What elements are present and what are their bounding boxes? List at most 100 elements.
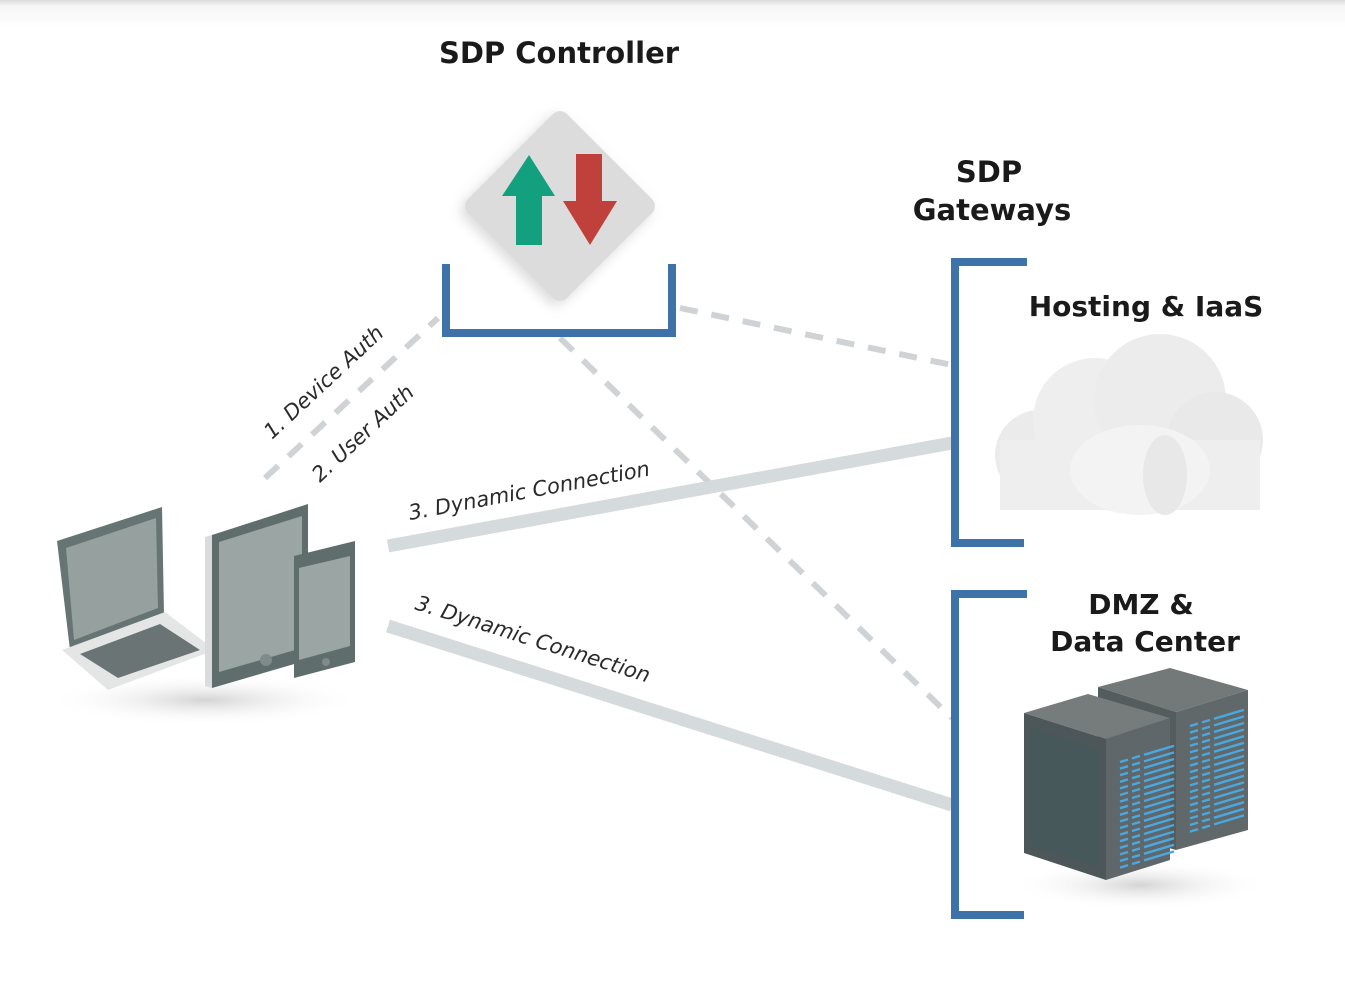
server-rack-icon: [1010, 668, 1270, 910]
datacenter-bracket: [951, 590, 1027, 919]
server-led: [1131, 781, 1141, 786]
server-led: [1213, 768, 1245, 780]
server-led: [1189, 735, 1199, 741]
server-led: [1143, 830, 1175, 842]
server-led: [1189, 775, 1199, 780]
server-led: [1213, 814, 1245, 826]
phone-icon: [294, 541, 355, 678]
hosting-bracket: [951, 258, 1027, 547]
server-led: [1143, 804, 1175, 816]
server-led: [1119, 765, 1129, 770]
server-led: [1213, 787, 1245, 800]
server-led: [1213, 794, 1245, 806]
server-led: [1131, 847, 1141, 852]
server-led: [1213, 807, 1245, 819]
server-led: [1131, 794, 1141, 800]
gateways-title-line1: SDP: [956, 155, 1022, 189]
server-led: [1213, 735, 1245, 747]
server-led: [1143, 837, 1175, 849]
server-led: [1119, 778, 1129, 783]
server-led: [1189, 821, 1199, 827]
server-led: [1201, 771, 1211, 777]
client-devices: [45, 504, 365, 726]
server-led: [1189, 762, 1199, 767]
server-led: [1201, 745, 1211, 750]
server-led: [1143, 843, 1175, 855]
server-led: [1131, 853, 1141, 859]
server-led: [1213, 721, 1245, 734]
server-led: [1119, 758, 1129, 764]
server-led: [1213, 748, 1245, 760]
server-led: [1189, 755, 1199, 761]
solid-line-to-hosting: [386, 436, 954, 553]
connection-lines: [262, 305, 955, 812]
server-led: [1201, 765, 1211, 770]
server-led: [1143, 771, 1175, 783]
up-down-arrows-icon: [502, 154, 617, 245]
server-led: [1131, 774, 1141, 780]
server-leds-back: [1189, 708, 1245, 833]
server-led: [1201, 718, 1211, 724]
devices-shadow: [45, 674, 365, 726]
server-led: [1143, 784, 1175, 796]
server-led: [1119, 811, 1129, 816]
server-led: [1189, 808, 1199, 813]
server-led: [1213, 774, 1245, 786]
server-led: [1213, 715, 1245, 727]
server-led: [1189, 729, 1199, 734]
server-led: [1119, 771, 1129, 777]
server-shadow: [1010, 860, 1270, 910]
dashed-line-controller-to-datacenter: [557, 335, 955, 721]
server-led: [1119, 864, 1129, 869]
server-led: [1143, 823, 1175, 836]
server-led: [1143, 797, 1175, 809]
server-led: [1143, 764, 1175, 776]
server-led: [1119, 824, 1129, 830]
server-led: [1201, 778, 1211, 783]
server-led: [1119, 804, 1129, 810]
server-led: [1131, 807, 1141, 813]
server-led: [1201, 817, 1211, 823]
server-led: [1131, 827, 1141, 833]
server-led: [1143, 777, 1175, 789]
server-led: [1143, 751, 1175, 763]
cloud-icon: [995, 334, 1263, 515]
server-led: [1189, 781, 1199, 787]
controller-bracket: [442, 264, 676, 337]
solid-line-to-datacenter: [386, 619, 954, 812]
server-led: [1119, 784, 1129, 790]
server-led: [1143, 790, 1175, 803]
tablet-icon: [205, 504, 308, 688]
server-led: [1189, 742, 1199, 747]
server-led: [1131, 820, 1141, 826]
controller-title: SDP Controller: [439, 36, 680, 70]
server-led: [1213, 728, 1245, 740]
server-led: [1189, 788, 1199, 794]
server-led: [1201, 784, 1211, 790]
server-led: [1201, 791, 1211, 797]
server-leds-front: [1119, 744, 1175, 869]
server-led: [1131, 768, 1141, 773]
server-led: [1131, 787, 1141, 793]
server-led: [1131, 754, 1141, 760]
server-led: [1131, 801, 1141, 806]
server-led: [1143, 817, 1175, 829]
server-led: [1131, 840, 1141, 846]
server-led: [1131, 814, 1141, 819]
server-led: [1189, 795, 1199, 800]
server-led: [1131, 761, 1141, 767]
controller-node: [442, 111, 676, 337]
server-led: [1201, 798, 1211, 803]
server-led: [1119, 857, 1129, 863]
server-led: [1189, 722, 1199, 728]
server-led: [1131, 834, 1141, 839]
server-led: [1143, 850, 1175, 862]
server-led: [1119, 844, 1129, 849]
gateways-title-line2: Gateways: [913, 193, 1072, 227]
controller-diamond: [465, 111, 655, 301]
server-led: [1213, 801, 1245, 813]
server-led: [1213, 781, 1245, 793]
server-led: [1119, 798, 1129, 803]
server-led: [1119, 791, 1129, 797]
server-led: [1201, 732, 1211, 737]
